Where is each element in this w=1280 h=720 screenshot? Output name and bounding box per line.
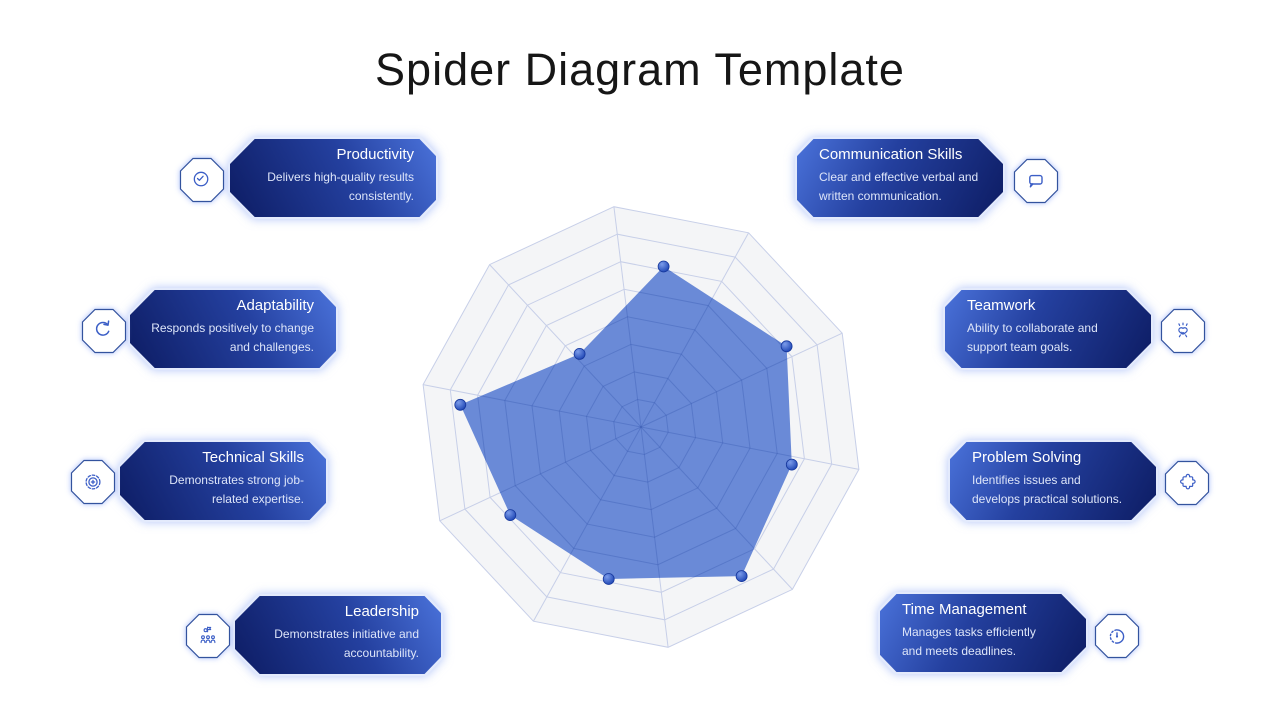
box-title: Technical Skills: [202, 449, 304, 466]
box-title: Communication Skills: [819, 146, 963, 163]
octagon-fill: [235, 596, 441, 674]
octagon-badge: [179, 157, 225, 203]
octagon-badge: [1094, 613, 1140, 659]
octagon-badge: [1160, 308, 1206, 354]
info-box-teamwork: Teamwork Ability to collaborate and supp…: [943, 288, 1153, 370]
box-description: Clear and effective verbal and written c…: [819, 170, 979, 203]
octagon-fill: [945, 290, 1151, 368]
octagon-fill: [120, 442, 326, 520]
chat-bubble-icon: [1029, 174, 1043, 188]
page-title: Spider Diagram Template: [375, 44, 905, 95]
info-box-leadership: Leadership Demonstrates initiative and a…: [233, 594, 443, 676]
info-box-problem-solving: Problem Solving Identifies issues and de…: [948, 440, 1158, 522]
octagon-fill: [130, 290, 336, 368]
box-description: Ability to collaborate and support team …: [967, 321, 1098, 354]
box-title: Teamwork: [967, 297, 1036, 314]
badge-teamwork: [1160, 308, 1206, 354]
box-title: Problem Solving: [972, 449, 1082, 466]
box-description: Manages tasks efficiently and meets dead…: [902, 625, 1036, 658]
badge-time-management: [1094, 613, 1140, 659]
box-description: Delivers high-quality results consistent…: [267, 170, 414, 203]
leadership-icon: [200, 626, 216, 644]
badge-leadership: [185, 613, 231, 659]
badge-productivity: [179, 157, 225, 203]
badge-communication-skills: [1013, 158, 1059, 204]
info-box-time-management: Time Management Manages tasks efficientl…: [878, 592, 1088, 674]
box-title: Productivity: [336, 146, 414, 163]
box-description: Demonstrates strong job- related experti…: [169, 473, 304, 506]
box-description: Responds positively to change and challe…: [151, 321, 314, 354]
box-title: Adaptability: [236, 297, 314, 314]
box-description: Demonstrates initiative and accountabili…: [274, 627, 419, 660]
info-box-productivity: Productivity Delivers high-quality resul…: [228, 137, 438, 219]
octagon-fill: [797, 139, 1003, 217]
box-description: Identifies issues and develops practical…: [972, 473, 1123, 506]
octagon-badge: [70, 459, 116, 505]
badge-adaptability: [81, 308, 127, 354]
radar-chart-svg: [422, 206, 860, 648]
badge-problem-solving: [1164, 460, 1210, 506]
puzzle-icon: [1180, 473, 1196, 490]
stopwatch-icon: [1109, 629, 1125, 644]
check-circle-icon: [193, 171, 209, 187]
octagon-fill: [880, 594, 1086, 672]
badge-technical-skills: [70, 459, 116, 505]
box-title: Time Management: [902, 601, 1027, 618]
octagon-fill: [950, 442, 1156, 520]
refresh-icon: [95, 320, 110, 336]
octagon-badge: [81, 308, 127, 354]
octagon-fill: [230, 139, 436, 217]
octagon-badge: [1164, 460, 1210, 506]
info-box-technical-skills: Technical Skills Demonstrates strong job…: [118, 440, 328, 522]
box-title: Leadership: [344, 603, 419, 620]
gear-icon: [85, 474, 101, 490]
clapping-hands-icon: [1178, 322, 1188, 338]
spider-chart: [396, 172, 888, 682]
info-box-adaptability: Adaptability Responds positively to chan…: [128, 288, 338, 370]
octagon-badge: [1013, 158, 1059, 204]
info-box-communication-skills: Communication Skills Clear and effective…: [795, 137, 1005, 219]
octagon-badge: [185, 613, 231, 659]
